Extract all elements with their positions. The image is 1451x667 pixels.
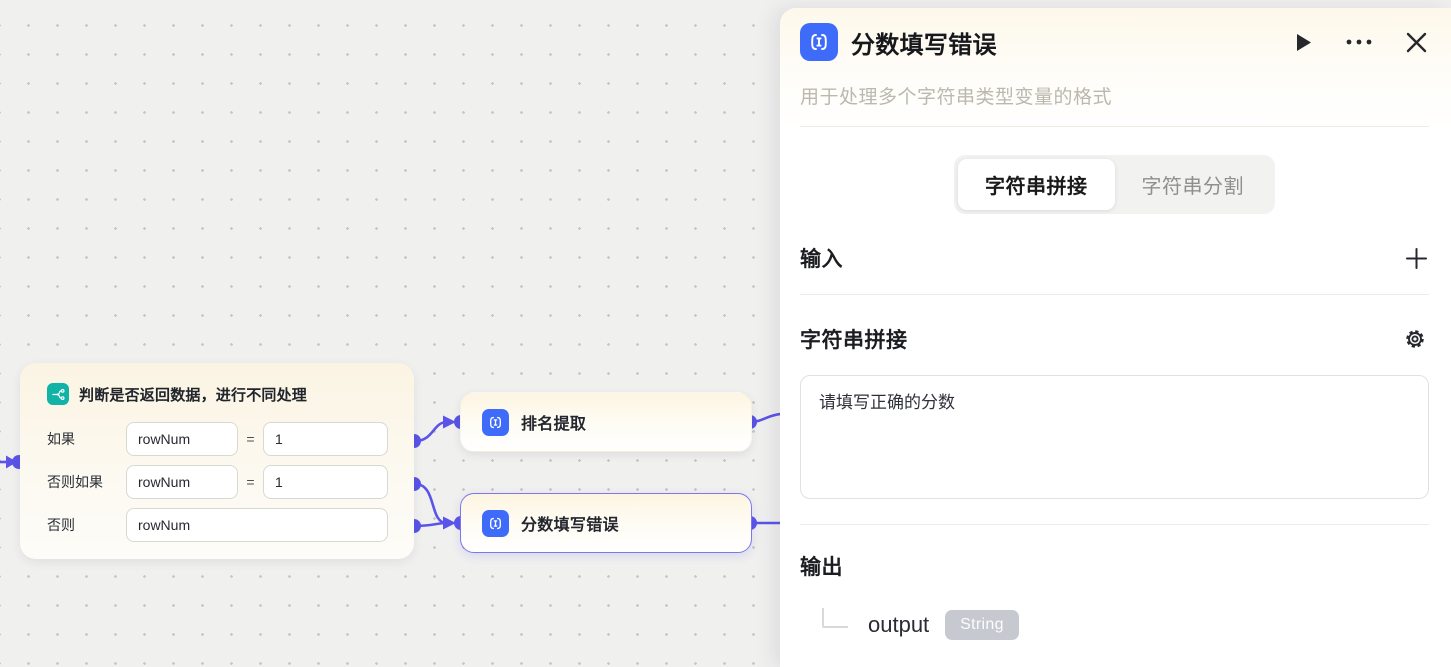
text-process-icon	[482, 509, 509, 537]
condition-right-operand[interactable]: 1	[263, 422, 388, 456]
tree-connector	[822, 608, 848, 628]
input-section-header: 输入	[800, 243, 1429, 273]
concat-template-input[interactable]: 请填写正确的分数	[800, 375, 1429, 499]
add-input-button[interactable]	[1404, 246, 1429, 271]
node-score-error[interactable]: 分数填写错误	[460, 493, 752, 553]
gear-icon[interactable]	[1401, 325, 1429, 353]
more-options-button[interactable]	[1344, 37, 1374, 47]
concat-section-title: 字符串拼接	[800, 329, 908, 352]
tab-string-split[interactable]: 字符串分割	[1115, 159, 1272, 210]
concat-section-header: 字符串拼接	[800, 324, 1429, 354]
condition-operator: =	[246, 474, 255, 490]
output-variable-name: output	[868, 612, 930, 637]
text-process-icon	[482, 408, 509, 436]
edge-layer	[0, 412, 780, 533]
condition-operator: =	[246, 431, 255, 447]
condition-else-operand[interactable]: rowNum	[126, 508, 388, 542]
panel-title: 分数填写错误	[851, 31, 997, 59]
mode-tabs: 字符串拼接 字符串分割	[954, 155, 1275, 214]
node-rank-extract[interactable]: 排名提取	[460, 392, 752, 452]
input-section-title: 输入	[800, 248, 843, 271]
condition-row-if: 如果 rowNum = 1	[47, 422, 388, 456]
panel-header: 分数填写错误	[800, 23, 1429, 61]
close-icon[interactable]	[1404, 30, 1429, 55]
condition-row-else: 否则 rowNum	[47, 508, 388, 542]
node-description-placeholder[interactable]: 用于处理多个字符串类型变量的格式	[800, 87, 1113, 108]
condition-row-elseif: 否则如果 rowNum = 1	[47, 465, 388, 499]
condition-row-label: 否则如果	[47, 474, 103, 490]
condition-row-label: 如果	[47, 431, 75, 447]
node-config-panel: 分数填写错误 用于处理多个字符串类型变量的格式 字符串拼接 字符串分割	[780, 8, 1451, 667]
node-title: 排名提取	[521, 416, 587, 433]
condition-row-label: 否则	[47, 517, 75, 533]
divider	[800, 294, 1429, 295]
output-section-title: 输出	[800, 556, 843, 579]
condition-left-operand[interactable]: rowNum	[126, 465, 238, 499]
text-process-icon	[800, 23, 838, 61]
condition-branch-icon	[47, 383, 69, 405]
output-item: output String	[822, 608, 1429, 642]
output-section-header: 输出	[800, 551, 1429, 581]
run-node-button[interactable]	[1293, 31, 1314, 54]
output-type-badge: String	[945, 610, 1019, 640]
divider	[800, 524, 1429, 525]
node-condition[interactable]: 判断是否返回数据，进行不同处理 如果 rowNum = 1 否则如果 rowNu…	[20, 363, 414, 559]
tab-string-concat[interactable]: 字符串拼接	[958, 159, 1115, 210]
condition-node-title: 判断是否返回数据，进行不同处理	[79, 386, 308, 404]
divider	[800, 126, 1429, 127]
condition-left-operand[interactable]: rowNum	[126, 422, 238, 456]
node-title: 分数填写错误	[521, 517, 619, 534]
condition-right-operand[interactable]: 1	[263, 465, 388, 499]
